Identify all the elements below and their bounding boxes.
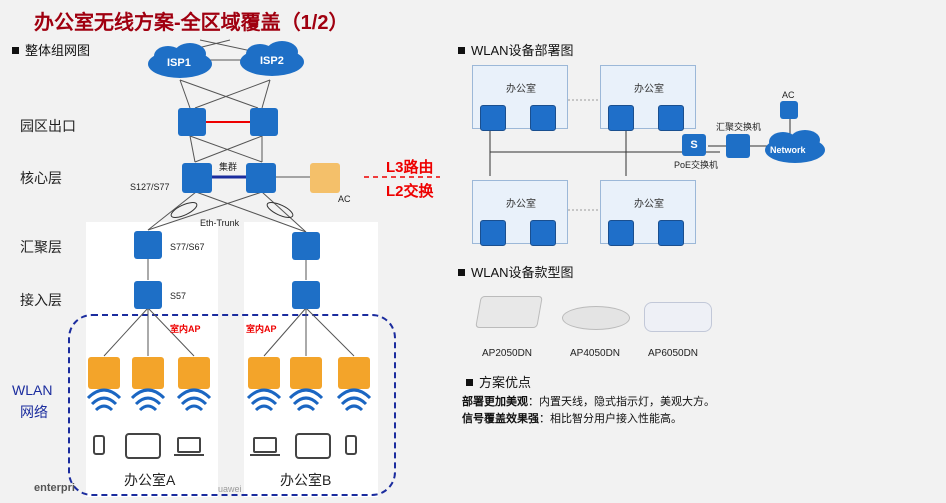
layer-label-wlan-network: 网络 — [20, 404, 48, 420]
agg-switch-label: 汇聚交换机 — [716, 122, 762, 132]
room-label: 办公室 — [506, 199, 536, 210]
room-label: 办公室 — [634, 199, 664, 210]
core-switch-icon — [246, 163, 276, 193]
room-label: 办公室 — [506, 84, 536, 95]
topology-heading: 整体组网图 — [12, 40, 90, 59]
core-model-label: S127/S77 — [130, 182, 170, 192]
core-switch-icon — [182, 163, 212, 193]
bullet-icon — [458, 269, 465, 276]
ap-icon — [658, 105, 684, 131]
ap-icon — [530, 220, 556, 246]
aggregation-switch-icon — [134, 231, 162, 259]
ap-icon — [132, 357, 164, 389]
layer-label-campus-exit: 园区出口 — [20, 118, 76, 134]
ap2050dn-image — [475, 296, 543, 328]
cluster-label: 集群 — [219, 162, 238, 172]
bullet-icon — [466, 379, 473, 386]
ap-icon — [248, 357, 280, 389]
bullet-icon — [458, 47, 465, 54]
ap-icon — [530, 105, 556, 131]
layer-label-wlan: WLAN — [12, 382, 53, 398]
models-heading: WLAN设备款型图 — [458, 262, 574, 281]
indoor-ap-a-label: 室内AP — [170, 324, 201, 334]
footer-brand: enterpri — [34, 482, 75, 494]
ap-icon — [608, 220, 634, 246]
advantages-heading: 方案优点 — [466, 372, 531, 391]
bullet-icon — [12, 47, 19, 54]
ap6050dn-image — [644, 302, 712, 332]
indoor-ap-b-label: 室内AP — [246, 324, 277, 334]
ap-icon — [178, 357, 210, 389]
ap-icon — [88, 357, 120, 389]
office-a-label: 办公室A — [124, 472, 176, 488]
model-label: AP6050DN — [648, 348, 699, 359]
firewall-icon — [178, 108, 206, 136]
ap-icon — [480, 220, 506, 246]
ap-icon — [608, 105, 634, 131]
isp2-label: ISP2 — [260, 55, 284, 67]
isp1-label: ISP1 — [167, 57, 191, 69]
wlan-region — [68, 314, 396, 496]
firewall-icon — [250, 108, 278, 136]
office-b-label: 办公室B — [280, 472, 332, 488]
ac-controller-icon — [310, 163, 340, 193]
eth-trunk-label: Eth-Trunk — [200, 218, 240, 228]
access-switch-icon — [292, 281, 320, 309]
access-model-label: S57 — [170, 291, 187, 301]
model-label: AP2050DN — [482, 348, 533, 359]
ap-icon — [290, 357, 322, 389]
page-title: 办公室无线方案-全区域覆盖（1/2） — [34, 12, 349, 34]
ap-icon — [338, 357, 370, 389]
deploy-ac-label: AC — [782, 90, 795, 100]
ap-icon — [480, 105, 506, 131]
aggregation-switch-icon — [726, 134, 750, 158]
poe-switch-icon: S — [682, 134, 706, 156]
ac-label: AC — [338, 194, 351, 204]
layer-label-core: 核心层 — [20, 170, 62, 186]
layer-label-access: 接入层 — [20, 292, 62, 308]
ac-controller-icon — [780, 101, 798, 119]
poe-switch-label: PoE交换机 — [674, 160, 719, 170]
footer-watermark: uawei — [218, 484, 242, 494]
l2-label: L2交换 — [386, 183, 434, 200]
aggregation-switch-icon — [292, 232, 320, 260]
advantage-item: 信号覆盖效果强：相比智分用户接入性能高。 — [462, 413, 682, 425]
room-label: 办公室 — [634, 84, 664, 95]
model-label: AP4050DN — [570, 348, 621, 359]
agg-model-label: S77/S67 — [170, 242, 205, 252]
ap-icon — [658, 220, 684, 246]
advantage-item: 部署更加美观：内置天线，隐式指示灯，美观大方。 — [462, 396, 715, 408]
access-switch-icon — [134, 281, 162, 309]
ap4050dn-image — [562, 306, 630, 330]
deployment-heading: WLAN设备部署图 — [458, 40, 574, 59]
network-label: Network — [770, 145, 806, 155]
l3-label: L3路由 — [386, 159, 434, 176]
layer-label-aggregation: 汇聚层 — [20, 239, 62, 255]
